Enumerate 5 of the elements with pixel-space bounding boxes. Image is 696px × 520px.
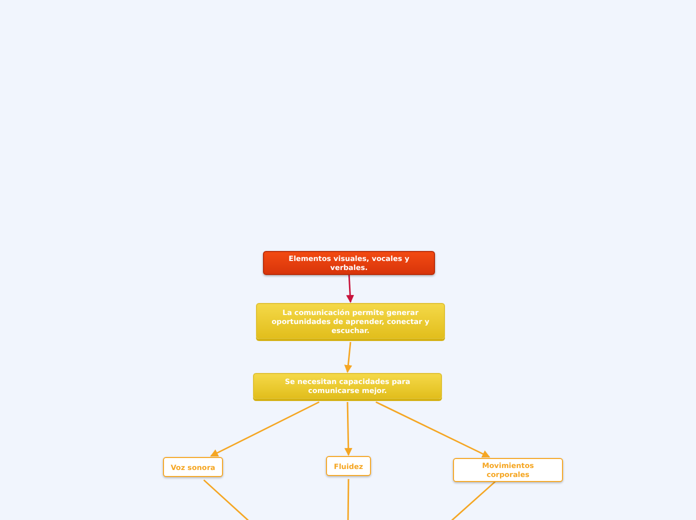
arrow bbox=[210, 401, 320, 457]
arrow bbox=[344, 402, 352, 456]
arrow bbox=[376, 401, 490, 458]
arrow bbox=[346, 274, 354, 303]
arrow bbox=[344, 342, 352, 373]
